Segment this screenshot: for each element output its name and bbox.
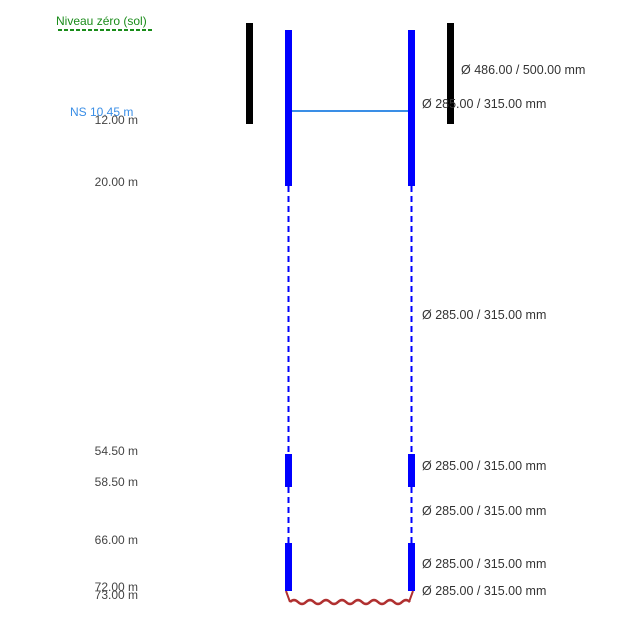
depth-label-20: 20.00 m: [94, 175, 138, 189]
diameter-label-casing-1: Ø 285.00 / 315.00 mm: [422, 97, 547, 111]
diameter-label-casing-2: Ø 285.00 / 315.00 mm: [422, 459, 547, 473]
diameter-label-screen-2: Ø 285.00 / 315.00 mm: [422, 504, 547, 518]
casing-right-solid-1: [408, 30, 415, 186]
diameter-label-casing-3: Ø 285.00 / 315.00 mm: [422, 557, 547, 571]
casing-left-solid-1: [285, 30, 292, 186]
depth-label-58-5: 58.50 m: [94, 475, 138, 489]
outer-casing-left: [246, 23, 253, 124]
casing-right-solid-3: [408, 543, 415, 591]
bottom-wavy-line: [289, 598, 411, 606]
depth-label-73: 73.00 m: [94, 588, 138, 602]
depth-label-66: 66.00 m: [94, 533, 138, 547]
outer-casing-right: [447, 23, 454, 124]
casing-right-solid-2: [408, 454, 415, 487]
depth-label-54-5: 54.50 m: [94, 444, 138, 458]
ground-label: Niveau zéro (sol): [56, 14, 147, 28]
water-level-label: NS 10.45 m: [70, 105, 134, 119]
casing-left-solid-3: [285, 543, 292, 591]
casing-left-solid-2: [285, 454, 292, 487]
depth-label-72: 72.00 m: [94, 580, 138, 594]
diameter-label-bottom: Ø 285.00 / 315.00 mm: [422, 584, 547, 598]
diameter-label-outer: Ø 486.00 / 500.00 mm: [461, 63, 586, 77]
bottom-left-taper: [285, 590, 291, 603]
diameter-label-screen-1: Ø 285.00 / 315.00 mm: [422, 308, 547, 322]
depth-label-12: 12.00 m: [94, 113, 138, 127]
